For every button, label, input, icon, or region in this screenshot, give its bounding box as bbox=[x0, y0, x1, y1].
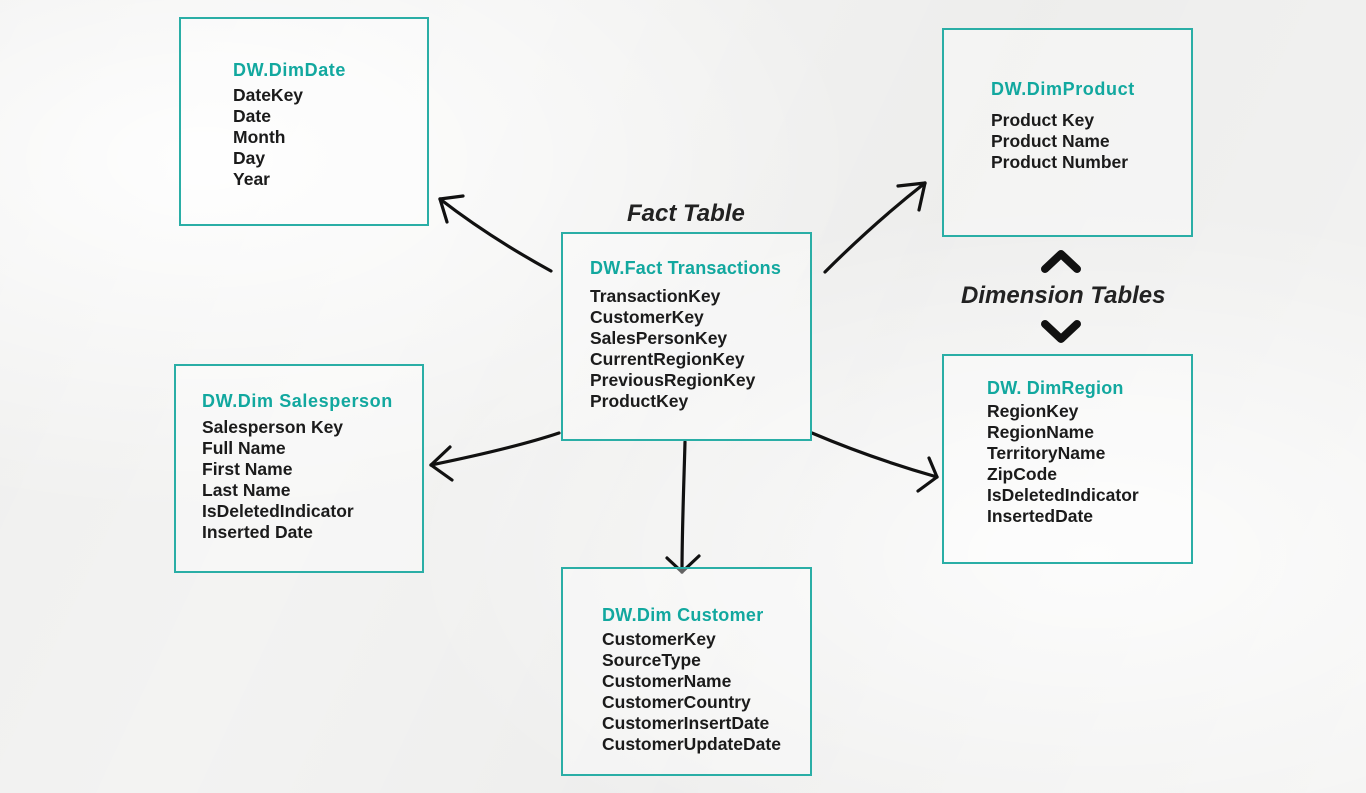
field-list: CustomerKey SourceType CustomerName Cust… bbox=[602, 629, 810, 755]
field-item: RegionKey bbox=[987, 401, 1079, 421]
arrow-to-dimdate bbox=[438, 194, 553, 273]
field-item: CustomerKey bbox=[602, 629, 716, 649]
field-item: Day bbox=[233, 148, 266, 168]
field-item: CustomerInsertDate bbox=[602, 713, 770, 733]
chevron-up-icon bbox=[1041, 250, 1081, 273]
dimension-tables-label: Dimension Tables bbox=[961, 282, 1166, 309]
field-item: Inserted Date bbox=[202, 522, 313, 542]
field-item: Salesperson Key bbox=[202, 417, 344, 437]
field-list: Salesperson Key Full Name First Name Las… bbox=[202, 417, 422, 543]
field-list: TransactionKey CustomerKey SalesPersonKe… bbox=[590, 286, 810, 412]
field-item: CustomerCountry bbox=[602, 692, 751, 712]
field-item: IsDeletedIndicator bbox=[202, 501, 354, 521]
field-item: PreviousRegionKey bbox=[590, 370, 756, 390]
dimproduct-table: DW.DimProduct Product Key Product Name P… bbox=[942, 28, 1193, 237]
table-title: DW.Fact Transactions bbox=[590, 258, 782, 278]
field-item: CustomerKey bbox=[590, 307, 704, 327]
arrow-to-dimsalesperson bbox=[429, 431, 561, 482]
field-list: RegionKey RegionName TerritoryName ZipCo… bbox=[987, 401, 1191, 527]
field-item: CurrentRegionKey bbox=[590, 349, 745, 369]
field-item: DateKey bbox=[233, 85, 304, 105]
dimsalesperson-table: DW.Dim Salesperson Salesperson Key Full … bbox=[174, 364, 424, 573]
table-title: DW.Dim Salesperson bbox=[202, 391, 393, 411]
field-item: Full Name bbox=[202, 438, 286, 458]
field-item: CustomerName bbox=[602, 671, 732, 691]
field-item: ZipCode bbox=[987, 464, 1057, 484]
field-item: Year bbox=[233, 169, 270, 189]
arrow-to-dimcustomer bbox=[665, 440, 701, 574]
field-item: IsDeletedIndicator bbox=[987, 485, 1139, 505]
field-list: Product Key Product Name Product Number bbox=[991, 110, 1191, 173]
table-title: DW.DimProduct bbox=[991, 79, 1135, 99]
fact-transactions-table: DW.Fact Transactions TransactionKey Cust… bbox=[561, 232, 812, 441]
table-title: DW. DimRegion bbox=[987, 378, 1124, 398]
field-item: Month bbox=[233, 127, 286, 147]
field-item: TransactionKey bbox=[590, 286, 721, 306]
field-item: Product Name bbox=[991, 131, 1110, 151]
dimregion-table: DW. DimRegion RegionKey RegionName Terri… bbox=[942, 354, 1193, 564]
table-title: DW.Dim Customer bbox=[602, 605, 764, 625]
dimcustomer-table: DW.Dim Customer CustomerKey SourceType C… bbox=[561, 567, 812, 776]
arrow-to-dimproduct bbox=[823, 181, 927, 274]
field-item: Last Name bbox=[202, 480, 291, 500]
field-item: SalesPersonKey bbox=[590, 328, 728, 348]
field-item: RegionName bbox=[987, 422, 1094, 442]
field-item: Date bbox=[233, 106, 271, 126]
field-item: First Name bbox=[202, 459, 293, 479]
field-item: Product Number bbox=[991, 152, 1129, 172]
field-list: DateKey Date Month Day Year bbox=[233, 85, 427, 190]
field-item: CustomerUpdateDate bbox=[602, 734, 781, 754]
dimdate-table: DW.DimDate DateKey Date Month Day Year bbox=[179, 17, 429, 226]
field-item: Product Key bbox=[991, 110, 1095, 130]
chevron-down-icon bbox=[1041, 320, 1081, 343]
fact-table-label: Fact Table bbox=[627, 200, 745, 227]
arrow-to-dimregion bbox=[810, 431, 939, 493]
field-item: SourceType bbox=[602, 650, 701, 670]
field-item: ProductKey bbox=[590, 391, 689, 411]
field-item: InsertedDate bbox=[987, 506, 1094, 526]
table-title: DW.DimDate bbox=[233, 60, 347, 80]
field-item: TerritoryName bbox=[987, 443, 1106, 463]
